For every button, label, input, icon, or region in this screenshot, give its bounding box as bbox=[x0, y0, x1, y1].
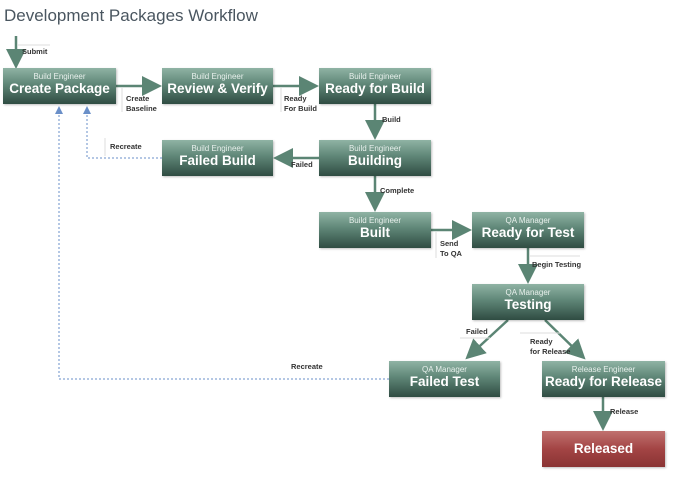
state-role: Build Engineer bbox=[191, 144, 244, 153]
state-role: Release Engineer bbox=[571, 365, 636, 374]
arrow-recreate-build bbox=[83, 106, 162, 159]
state-name: Failed Build bbox=[179, 153, 256, 168]
state-name: Released bbox=[573, 441, 634, 456]
state-name: Building bbox=[348, 153, 402, 168]
label-submit: Submit bbox=[22, 47, 48, 56]
label-begin-testing: Begin Testing bbox=[532, 260, 582, 269]
label-failed-test: Failed bbox=[466, 327, 488, 336]
label-recreate-test: Recreate bbox=[291, 362, 323, 371]
page-title: Development Packages Workflow bbox=[4, 6, 258, 25]
state-role: Build Engineer bbox=[33, 72, 86, 81]
label-complete: Complete bbox=[380, 186, 415, 195]
label-recreate-build: Recreate bbox=[110, 142, 142, 151]
arrow-recreate-test bbox=[55, 106, 389, 380]
state-name: Create Package bbox=[9, 81, 110, 96]
arrow-ready-for-release bbox=[544, 319, 586, 360]
state-name: Failed Test bbox=[409, 374, 480, 389]
state-name: Ready for Build bbox=[325, 81, 425, 96]
state-role: Build Engineer bbox=[348, 72, 402, 81]
state-name: Built bbox=[360, 225, 390, 240]
state-name: Review & Verify bbox=[167, 81, 268, 96]
state-name: Testing bbox=[504, 297, 552, 312]
state-role: Build Engineer bbox=[191, 72, 244, 81]
state-role: QA Manager bbox=[505, 216, 551, 225]
label-build: Build bbox=[382, 115, 401, 124]
label-release: Release bbox=[610, 407, 639, 416]
state-name: Ready for Test bbox=[481, 225, 575, 240]
state-role: QA Manager bbox=[422, 365, 467, 374]
state-role: Build Engineer bbox=[348, 216, 402, 225]
state-role: Build Engineer bbox=[348, 144, 402, 153]
state-released[interactable]: Released bbox=[542, 431, 665, 467]
state-role: QA Manager bbox=[505, 288, 551, 297]
state-name: Ready for Release bbox=[544, 374, 663, 389]
label-failed-build: Failed bbox=[291, 160, 313, 169]
